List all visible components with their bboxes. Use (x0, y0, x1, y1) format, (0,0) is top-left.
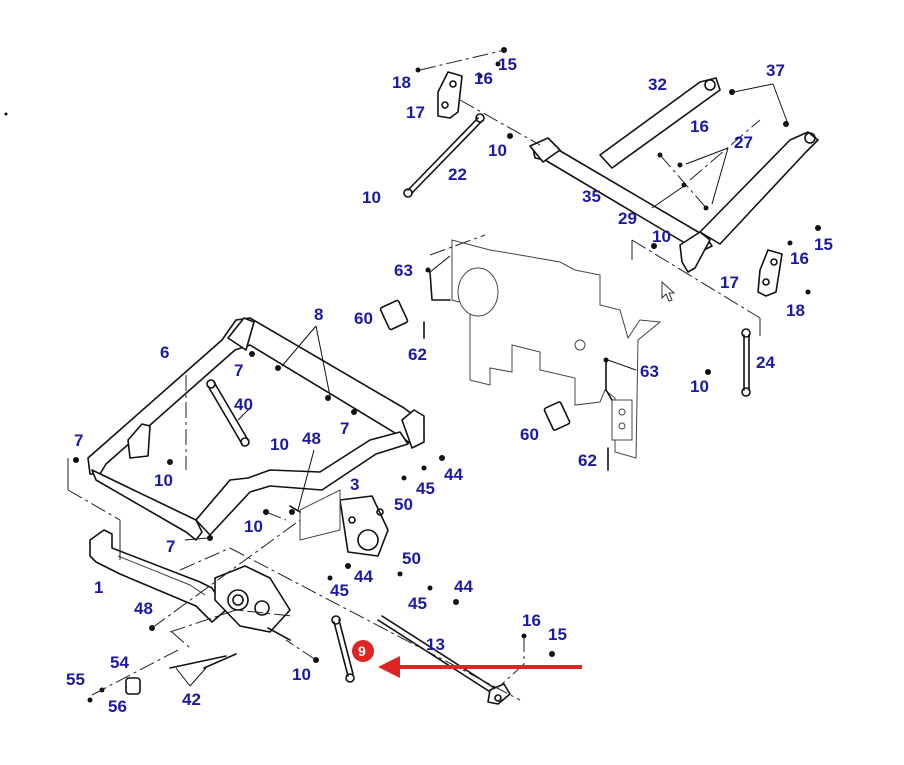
lower-leader-lines (67, 375, 525, 701)
callout-18: 18 (392, 73, 411, 92)
callout-10: 10 (244, 517, 263, 536)
callout-44: 44 (354, 567, 373, 586)
callout-1: 1 (94, 578, 103, 597)
highlight-badge (352, 640, 374, 662)
red-arrow-head (378, 656, 400, 678)
callout-24: 24 (756, 353, 775, 372)
callout-17: 17 (720, 273, 739, 292)
callout-6: 6 (160, 343, 169, 362)
edge-mark (4, 112, 8, 116)
callout-10: 10 (362, 188, 381, 207)
callout-10: 10 (652, 227, 671, 246)
mounting-panel (451, 239, 662, 459)
callout-56: 56 (108, 697, 127, 716)
callout-35: 35 (582, 187, 601, 206)
callout-10: 10 (292, 665, 311, 684)
callout-16: 16 (690, 117, 709, 136)
callout-50: 50 (394, 495, 413, 514)
callout-7: 7 (74, 431, 83, 450)
callout-10: 10 (488, 141, 507, 160)
callout-62: 62 (408, 345, 427, 364)
callout-leaders (175, 83, 789, 687)
callout-29: 29 (618, 209, 637, 228)
callout-10: 10 (690, 377, 709, 396)
callout-10: 10 (154, 471, 173, 490)
callout-62: 62 (578, 451, 597, 470)
callout-labels: 15 16 18 17 32 37 16 27 10 22 10 35 29 1… (66, 55, 833, 716)
callout-45: 45 (408, 594, 427, 613)
callout-3: 3 (350, 475, 359, 494)
callout-44: 44 (444, 465, 463, 484)
callout-50: 50 (402, 549, 421, 568)
upper-leader-lines (419, 49, 761, 336)
pointer-arrow-icon (661, 280, 676, 302)
callout-63: 63 (640, 362, 659, 381)
callout-45: 45 (416, 479, 435, 498)
upper-frame-assembly (379, 47, 821, 471)
callout-10: 10 (270, 435, 289, 454)
callout-7: 7 (166, 537, 175, 556)
callout-40: 40 (234, 395, 253, 414)
callout-37: 37 (766, 61, 785, 80)
callout-15: 15 (548, 625, 567, 644)
callout-45: 45 (330, 581, 349, 600)
callout-48: 48 (134, 599, 153, 618)
callout-15: 15 (814, 235, 833, 254)
callout-60: 60 (354, 309, 373, 328)
callout-7: 7 (234, 361, 243, 380)
callout-16: 16 (474, 69, 493, 88)
callout-13: 13 (426, 635, 445, 654)
callout-7: 7 (340, 419, 349, 438)
callout-22: 22 (448, 165, 467, 184)
highlight-marker: 9 (352, 640, 582, 678)
callout-17: 17 (406, 103, 425, 122)
callout-18: 18 (786, 301, 805, 320)
callout-63: 63 (394, 261, 413, 280)
callout-16: 16 (522, 611, 541, 630)
callout-27: 27 (734, 133, 753, 152)
callout-54: 54 (110, 653, 129, 672)
callout-42: 42 (182, 690, 201, 709)
callout-32: 32 (648, 75, 667, 94)
callout-55: 55 (66, 670, 85, 689)
highlight-badge-label: 9 (358, 643, 366, 659)
callout-16: 16 (790, 249, 809, 268)
callout-60: 60 (520, 425, 539, 444)
callout-48: 48 (302, 429, 321, 448)
callout-15: 15 (498, 55, 517, 74)
callout-44: 44 (454, 577, 473, 596)
callout-8: 8 (314, 305, 323, 324)
